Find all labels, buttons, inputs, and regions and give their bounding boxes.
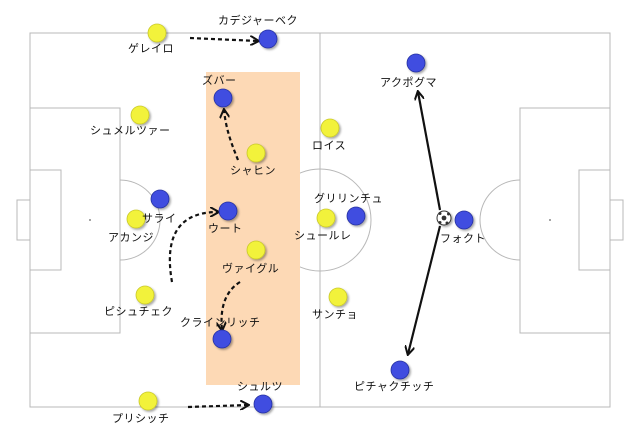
player-blue-szalai[interactable] [150,189,170,209]
left-penalty-area [29,107,121,334]
player-blue-uth[interactable] [218,201,238,221]
arrow-guerreiro-run [189,38,258,41]
left-penalty-spot [89,219,91,221]
label-schmelzer: シュメルツァー [90,124,171,137]
player-yellow-guerreiro[interactable] [147,23,167,43]
label-grillitsch: グリリンチュ [314,192,383,205]
yellow-team [126,23,348,411]
arrow-vogt-to-pjaca [408,225,442,354]
arrow-sahin-to-zuber [224,110,240,161]
right-penalty-area [519,107,611,334]
arrow-weigl-to-kramaric [222,281,241,330]
right-penalty-spot [549,219,551,221]
label-kramaric: クラインリッチ [180,316,261,329]
blue-team [150,29,474,414]
label-pjaca: ピチャクチッチ [354,380,435,393]
label-sancho: サンチョ [312,308,358,321]
label-reus: ロイス [312,139,347,152]
player-blue-pjaca[interactable] [390,360,410,380]
label-weigl: ヴァイグル [222,262,280,275]
player-yellow-sahin[interactable] [246,143,266,163]
player-blue-zuber[interactable] [213,88,233,108]
arrow-vogt-to-akpoguma [418,92,442,211]
player-blue-akpoguma[interactable] [406,53,426,73]
arrow-pass-to-uth [168,212,218,283]
player-yellow-akanji[interactable] [126,209,146,229]
player-blue-schulz[interactable] [253,394,273,414]
right-penalty-arc [479,179,521,261]
player-yellow-reus[interactable] [320,118,340,138]
pitch [16,32,624,408]
label-uth: ウート [208,222,243,235]
player-yellow-weigl[interactable] [246,240,266,260]
label-sahin: シャヒン [230,164,276,177]
label-pulisic: プリシッチ [112,412,170,425]
player-blue-grillitsch[interactable] [346,206,366,226]
label-akpoguma: アクポグマ [380,76,437,89]
player-yellow-schurrle[interactable] [316,208,336,228]
left-penalty-arc [119,179,161,261]
right-goal-area [578,169,611,271]
label-kaderabek: カデジャーベク [218,14,298,27]
label-piszczek: ピシュチェク [104,305,173,318]
player-yellow-piszczek[interactable] [135,285,155,305]
player-yellow-pulisic[interactable] [138,391,158,411]
right-goal [609,199,624,241]
player-yellow-sancho[interactable] [328,287,348,307]
label-zuber: ズバー [202,74,237,87]
soccer-ball-icon [436,210,452,226]
label-szalai: サライ [142,212,177,225]
left-goal [16,199,31,241]
label-schurrle: シュールレ [294,229,352,242]
label-akanji: アカンジ [108,231,154,244]
player-blue-vogt[interactable] [454,210,474,230]
player-blue-kaderabek[interactable] [258,29,278,49]
arrow-pulisic-run [187,405,248,407]
player-yellow-schmelzer[interactable] [130,105,150,125]
label-vogt: フォクト [440,232,486,245]
left-goal-area [29,169,62,271]
player-blue-kramaric[interactable] [212,329,232,349]
label-schulz: シュルツ [237,380,283,393]
label-guerreiro: ゲレイロ [128,42,174,55]
